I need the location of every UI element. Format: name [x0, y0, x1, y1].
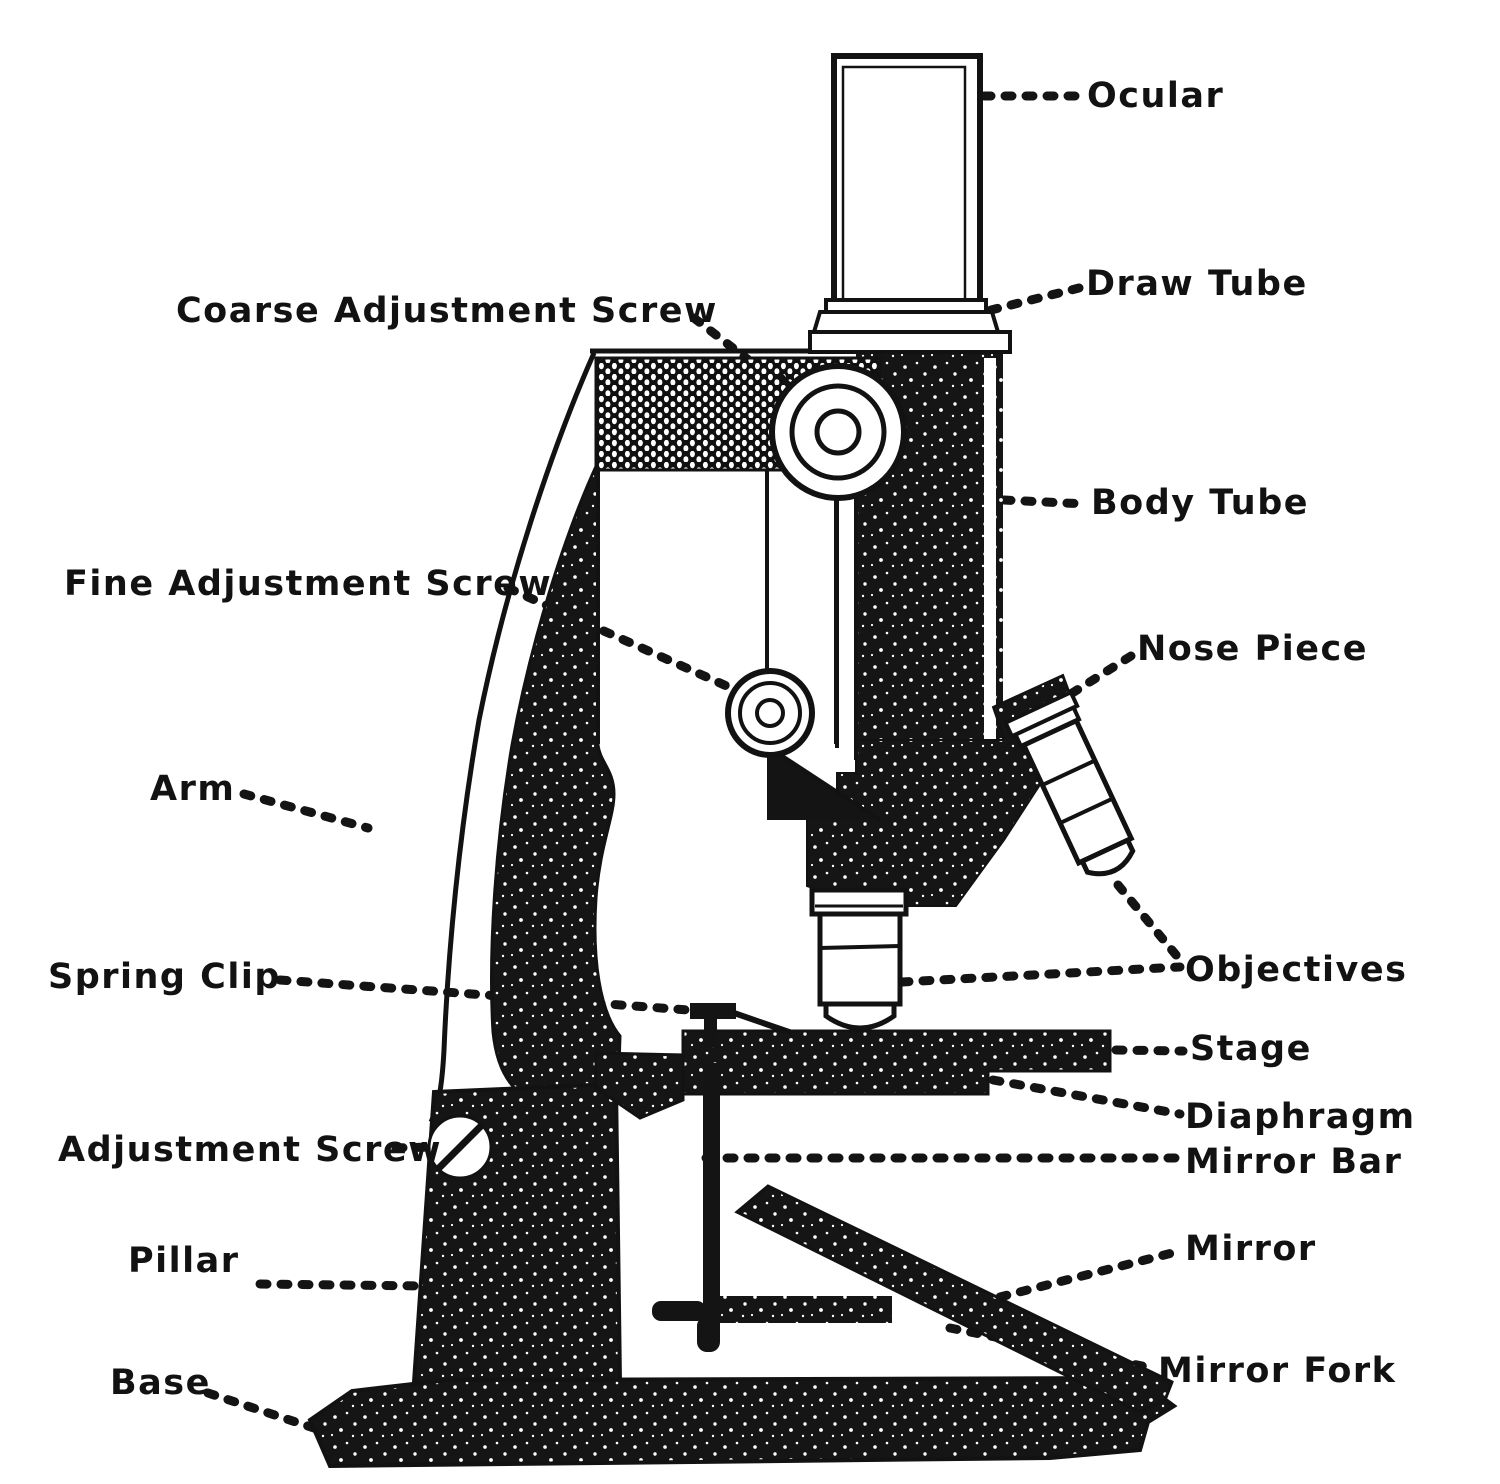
base-part [307, 1375, 1178, 1469]
draw-tube-part [808, 298, 1012, 354]
leader-stage [1111, 1045, 1188, 1056]
label-stage: Stage [1190, 1029, 1312, 1069]
leader-body-tube [999, 495, 1091, 509]
label-adjustment-screw: Adjustment Screw [58, 1130, 442, 1170]
leader-draw-tube [913, 283, 1084, 334]
label-objectives: Objectives [1185, 950, 1407, 990]
leader-mirror [995, 1246, 1185, 1302]
leader-base [203, 1388, 325, 1435]
leader-adjustment-screw [391, 1142, 437, 1153]
label-mirror: Mirror [1185, 1229, 1317, 1269]
arm-part [490, 461, 622, 1098]
arm-outline [428, 351, 597, 1124]
label-fine-adjustment-screw: Fine Adjustment Screw [64, 564, 552, 604]
labels: Ocular Draw Tube Body Tube Nose Piece Ob… [48, 76, 1416, 1403]
leader-objectives-angled [1113, 880, 1186, 966]
leader-arm [239, 789, 373, 833]
label-body-tube: Body Tube [1091, 483, 1309, 523]
label-mirror-fork: Mirror Fork [1158, 1351, 1396, 1391]
label-draw-tube: Draw Tube [1086, 264, 1308, 304]
label-ocular: Ocular [1087, 76, 1224, 116]
leader-objectives-vertical [897, 962, 1185, 987]
objective-angled-part [1002, 689, 1136, 877]
leader-lines [203, 91, 1188, 1435]
leader-pillar [255, 1279, 429, 1291]
label-spring-clip: Spring Clip [48, 957, 281, 997]
label-mirror-bar: Mirror Bar [1185, 1142, 1402, 1182]
stage-arm-ledge [594, 1051, 685, 1120]
label-pillar: Pillar [128, 1241, 240, 1281]
objective-vertical-part [809, 887, 909, 1031]
fine-adjustment-screw-part [725, 668, 815, 758]
mirror-fork-part [720, 1296, 892, 1323]
label-diaphragm: Diaphragm [1185, 1097, 1416, 1137]
stage-part [681, 1029, 1112, 1096]
mirror-bar-crossbar [652, 1301, 706, 1321]
label-arm: Arm [150, 769, 235, 809]
label-nose-piece: Nose Piece [1137, 629, 1368, 669]
spring-clip-part [690, 1003, 793, 1047]
mirror-bar-foot [697, 1316, 720, 1352]
ocular-part [831, 53, 983, 313]
adjustment-screw-part [427, 1114, 493, 1180]
coarse-adjustment-screw-part [769, 363, 907, 744]
label-base: Base [110, 1363, 211, 1403]
leader-spring-clip [275, 975, 693, 1015]
mirror-part [734, 1184, 1174, 1414]
body-tube-highlight [984, 358, 996, 810]
leader-diaphragm [988, 1075, 1185, 1119]
label-coarse-adjustment-screw: Coarse Adjustment Screw [176, 291, 718, 331]
mirror-bar-part [703, 1063, 720, 1333]
